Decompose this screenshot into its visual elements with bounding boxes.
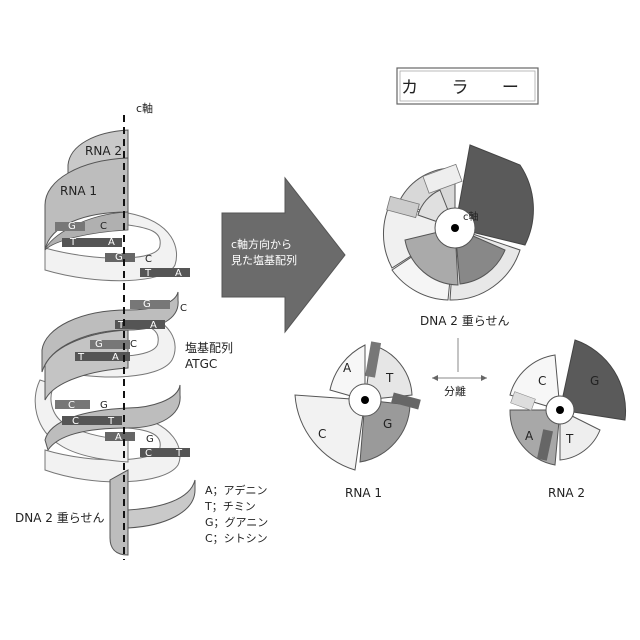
rna1-top-view: A T C G RNA 1 [295,341,421,500]
base-letter: C [68,400,75,411]
rna1-base-a: A [343,361,352,375]
separation-indicator: 分離 [432,338,487,398]
arrow-text-line2: 見た塩基配列 [231,253,297,267]
big-arrow: c軸方向から 見た塩基配列 [222,178,345,332]
base-letter: A [112,352,119,363]
helix-diagram: G C T A G C T A G C T A G C T A C G C T … [15,101,233,560]
base-letter: G [95,339,103,350]
rna2-base-g: G [590,374,599,388]
rna1-base-t: T [385,371,394,385]
base-letter: T [107,416,115,427]
axis-label: c軸 [136,101,153,115]
rna1-base-c: C [318,427,326,441]
dna-top-view: c軸 DNA 2 重らせん [383,145,533,328]
title-text: カ ラ ー [401,78,533,98]
base-seq-letters: ATGC [185,357,217,371]
base-letter: G [146,434,154,445]
legend-item: C；シトシン [205,532,268,545]
rna1-caption: RNA 1 [345,486,382,500]
base-letter: G [143,299,151,310]
base-letter: C [72,416,79,427]
rna2-caption: RNA 2 [548,486,585,500]
base-letter: C [145,254,152,265]
rna2-label: RNA 2 [85,144,122,158]
rna2-top-view: C G A T RNA 2 [510,340,626,500]
base-letter: C [130,339,137,350]
base-letter: T [69,237,77,248]
base-letter: G [68,221,76,232]
base-letter: A [108,237,115,248]
top-disc-caption: DNA 2 重らせん [420,314,509,328]
base-letter: A [115,432,122,443]
rna2-base-c: C [538,374,546,388]
legend-item: G；グアニン [205,515,268,529]
base-letter: T [175,448,183,459]
rna2-base-a: A [525,429,534,443]
base-letter: G [100,400,108,411]
base-letter: A [150,320,157,331]
base-letter: T [77,352,85,363]
base-letter: T [144,268,152,279]
base-letter: G [115,252,123,263]
base-seq-label: 塩基配列 [185,340,233,355]
separation-label: 分離 [444,384,466,398]
top-disc-center-label: c軸 [463,210,479,223]
rna1-base-g: G [383,417,392,431]
base-letter: C [100,221,107,232]
arrow-text-line1: c軸方向から [231,237,292,251]
base-letter: C [180,303,187,314]
title-box: カ ラ ー [397,68,538,104]
legend-item: A；アデニン [205,483,268,497]
dna-label: DNA 2 重らせん [15,511,104,525]
legend-item: T；チミン [204,500,256,513]
base-letter: A [175,268,182,279]
rna2-base-t: T [565,432,574,446]
rna1-label: RNA 1 [60,184,97,198]
base-letter: C [145,448,152,459]
legend: A；アデニン T；チミン G；グアニン C；シトシン [204,483,268,545]
